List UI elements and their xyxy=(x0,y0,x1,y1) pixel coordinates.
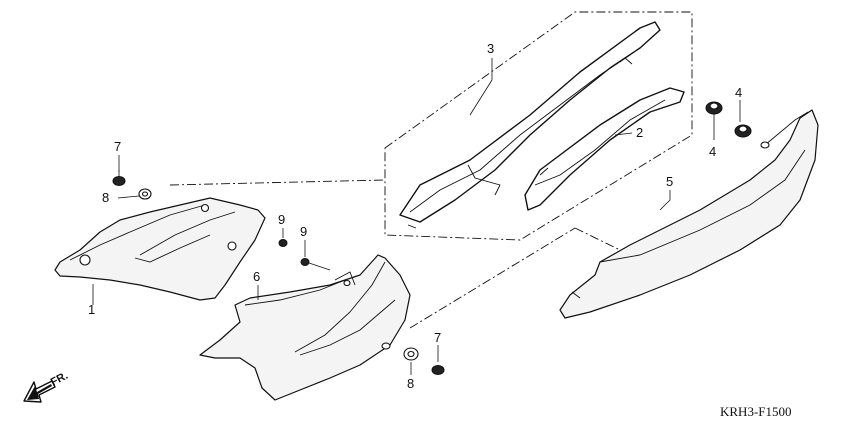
grommet-4-left xyxy=(705,101,723,115)
callout-8-lower: 8 xyxy=(407,376,414,391)
front-direction-arrow-icon xyxy=(23,380,56,403)
bolt-7-lower xyxy=(431,365,445,375)
callout-1: 1 xyxy=(88,302,95,317)
callout-4-lower: 4 xyxy=(709,144,716,159)
washer-8-lower xyxy=(403,347,419,361)
callout-leaders xyxy=(92,58,741,375)
diagram-code: KRH3-F1500 xyxy=(720,404,792,419)
washer-8-upper xyxy=(138,188,152,200)
part-1-grommet xyxy=(79,254,91,266)
callout-2: 2 xyxy=(636,125,643,140)
callout-9-right: 9 xyxy=(300,224,307,239)
grommet-4-right xyxy=(734,124,752,138)
callout-8-upper: 8 xyxy=(102,190,109,205)
screw-9-left xyxy=(278,239,288,247)
part-6-side-cover xyxy=(199,254,411,401)
direction-label: FR. xyxy=(49,370,70,389)
part-1-hole xyxy=(227,241,237,251)
callout-7-lower: 7 xyxy=(434,330,441,345)
callout-9-left: 9 xyxy=(278,212,285,227)
screw-9-right xyxy=(300,258,331,271)
part-5-mount-boss xyxy=(760,141,770,149)
assembly-group-box xyxy=(169,11,693,329)
part-6-mount xyxy=(343,279,351,287)
part-3-rail-cover xyxy=(399,21,661,229)
part-1-side-cover xyxy=(54,197,266,301)
callout-5: 5 xyxy=(666,174,673,189)
callout-7-upper: 7 xyxy=(114,139,121,154)
callout-4-upper: 4 xyxy=(735,85,742,100)
bolt-7-upper xyxy=(112,170,126,186)
part-1-upper-hole xyxy=(200,203,210,213)
callout-3: 3 xyxy=(487,41,494,56)
part-2-inner-cover xyxy=(524,87,685,211)
part-5-rear-cowl xyxy=(559,109,819,319)
callout-6: 6 xyxy=(253,269,260,284)
part-6-hole xyxy=(381,342,391,350)
